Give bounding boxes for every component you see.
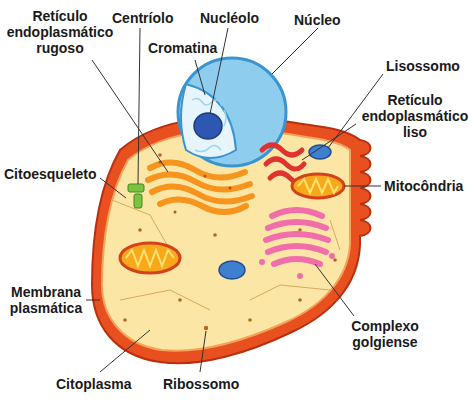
golgi-cisterna bbox=[274, 259, 320, 264]
smooth-er-tube bbox=[266, 159, 304, 169]
leader-line bbox=[92, 60, 168, 172]
golgi-apparatus bbox=[266, 210, 328, 264]
part-label: Nucléolo bbox=[200, 10, 259, 26]
part-label: Citoplasma bbox=[56, 376, 131, 392]
leader-line bbox=[100, 178, 126, 198]
golgi-cisterna bbox=[268, 222, 326, 228]
ribosome bbox=[229, 187, 232, 190]
mitochondrion-body bbox=[120, 243, 180, 273]
mitochondrion bbox=[120, 243, 180, 273]
golgi-cisterna bbox=[266, 234, 328, 240]
leader-line bbox=[195, 60, 205, 95]
ribosome bbox=[178, 298, 182, 302]
leader-line bbox=[272, 28, 318, 74]
part-label: Cromatina bbox=[148, 40, 217, 56]
part-label: Membrana plasmática bbox=[6, 284, 86, 316]
ribosome bbox=[248, 318, 252, 322]
mitochondrion-body bbox=[292, 174, 344, 198]
lysosome bbox=[309, 145, 331, 159]
leader-lines bbox=[86, 28, 383, 372]
part-label: Centríolo bbox=[112, 10, 173, 26]
mitochondrion-crista bbox=[126, 250, 174, 266]
mitochondrion-crista bbox=[298, 179, 338, 193]
ribosome bbox=[204, 175, 207, 178]
golgi-cisterna bbox=[268, 246, 326, 252]
leader-line bbox=[344, 186, 381, 187]
centrioles bbox=[128, 184, 144, 208]
centriole bbox=[134, 194, 142, 208]
leader-line bbox=[302, 124, 356, 160]
golgi-vesicle bbox=[259, 259, 265, 265]
part-label: Núcleo bbox=[294, 12, 341, 28]
cytoskeleton-fiber bbox=[120, 290, 210, 310]
golgi-vesicle bbox=[297, 273, 303, 279]
leader-line bbox=[86, 300, 100, 301]
ribosome bbox=[204, 326, 208, 330]
leader-line bbox=[315, 264, 354, 316]
rough-er bbox=[148, 162, 252, 212]
rough-er-ribosomes bbox=[159, 161, 232, 214]
nucleolus bbox=[194, 113, 222, 139]
ribosome bbox=[123, 318, 127, 322]
part-label: Ribossomo bbox=[163, 376, 239, 392]
ribosome bbox=[138, 228, 142, 232]
ribosome bbox=[158, 153, 162, 157]
leader-line bbox=[100, 330, 150, 372]
golgi-vesicle bbox=[329, 253, 335, 259]
cytoskeleton bbox=[112, 200, 340, 310]
cytoskeleton-fiber bbox=[330, 220, 340, 250]
part-label: Retículo endoplasmático rugoso bbox=[2, 8, 118, 56]
chromatin bbox=[192, 98, 226, 151]
rough-er-sheet bbox=[160, 199, 246, 212]
part-label: Citoesqueleto bbox=[4, 166, 97, 182]
centriole bbox=[128, 184, 144, 192]
leader-line bbox=[200, 331, 206, 372]
cytoskeleton-fiber bbox=[250, 285, 330, 300]
ribosome bbox=[213, 233, 217, 237]
nucleus-envelope bbox=[178, 58, 286, 166]
mitochondrion bbox=[292, 174, 344, 198]
golgi-cisterna bbox=[272, 210, 322, 216]
leader-line bbox=[138, 28, 140, 184]
part-label: Mitocôndria bbox=[384, 178, 463, 194]
part-label: Lisossomo bbox=[386, 58, 460, 74]
part-label: Complexo golgiense bbox=[345, 318, 425, 350]
nucleus-cut-face bbox=[181, 84, 236, 158]
nucleus bbox=[178, 58, 286, 166]
ribosome bbox=[333, 258, 337, 262]
ribosome bbox=[298, 298, 302, 302]
smooth-er-tube bbox=[262, 145, 302, 155]
part-label: Retículo endoplasmático liso bbox=[360, 92, 470, 140]
vesicle bbox=[219, 261, 245, 279]
ribosome bbox=[174, 211, 177, 214]
